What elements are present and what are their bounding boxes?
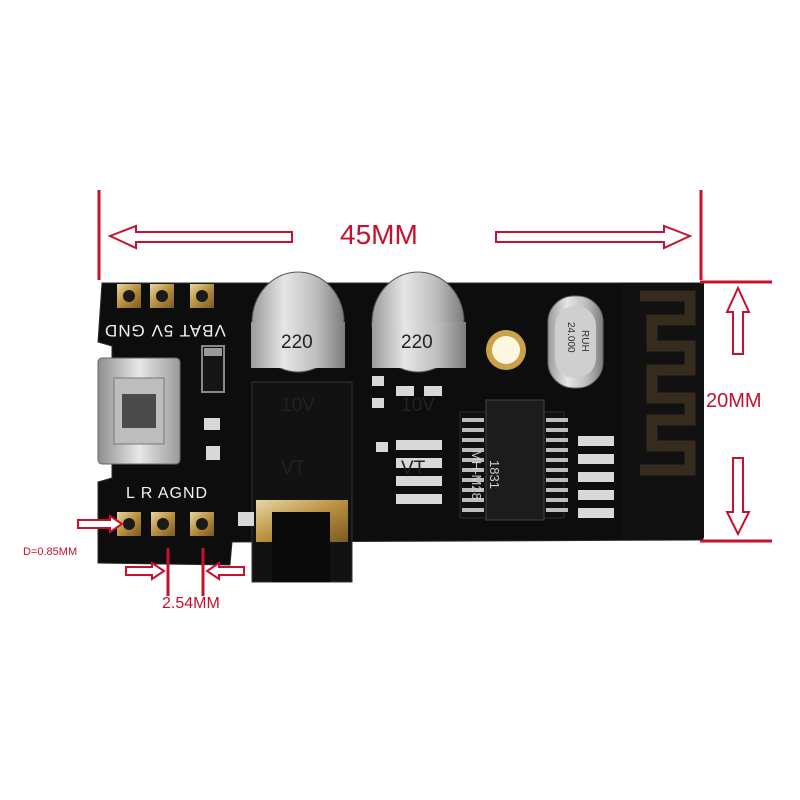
chip-code: 1831 (487, 460, 502, 489)
smd-components (204, 376, 614, 526)
main-chip (459, 399, 568, 521)
cap-left-value: 220 (281, 332, 313, 353)
capacitor-left-marking: 220 10V VT (281, 290, 315, 521)
crystal-frequency: 24.000 (565, 322, 576, 353)
diode (201, 345, 225, 393)
height-arrow-down (725, 457, 751, 537)
width-arrow-right (495, 224, 693, 250)
hole-diameter-label: D=0.85MM (23, 546, 78, 558)
pitch-arrow-left (125, 561, 166, 581)
top-header-pins (117, 284, 214, 308)
height-arrow-up (725, 285, 751, 355)
crystal-oscillator (547, 295, 604, 389)
height-dimension-label: 20MM (706, 390, 762, 412)
hole-arrow (77, 514, 124, 534)
micro-usb-connector (97, 357, 181, 465)
pin-pitch-label: 2.54MM (162, 595, 220, 612)
measurement-lines (97, 190, 772, 596)
cap-right-series: VT (401, 458, 426, 479)
cap-right-value: 220 (401, 332, 433, 353)
capacitor-left (251, 271, 345, 373)
bottom-pin-labels: L R AGND (126, 485, 209, 502)
top-pin-labels: VBAT 5V GND (104, 321, 226, 340)
audio-jack (251, 381, 353, 583)
measurement-arrows (77, 224, 751, 581)
crystal-brand: RUH (579, 330, 590, 352)
chip-model: MH-M28 (469, 450, 484, 500)
width-arrow-left (107, 224, 293, 250)
antenna-trace (640, 290, 696, 476)
capacitor-right (371, 271, 466, 373)
width-dimension-label: 45MM (340, 219, 418, 250)
cap-right-voltage: 10V (401, 395, 435, 416)
bottom-header-pins (117, 512, 214, 536)
capacitor-right-marking: 220 10V VT (401, 290, 435, 521)
cap-left-series: VT (281, 458, 306, 479)
cap-left-voltage: 10V (281, 395, 315, 416)
pitch-arrow-right (205, 561, 245, 581)
